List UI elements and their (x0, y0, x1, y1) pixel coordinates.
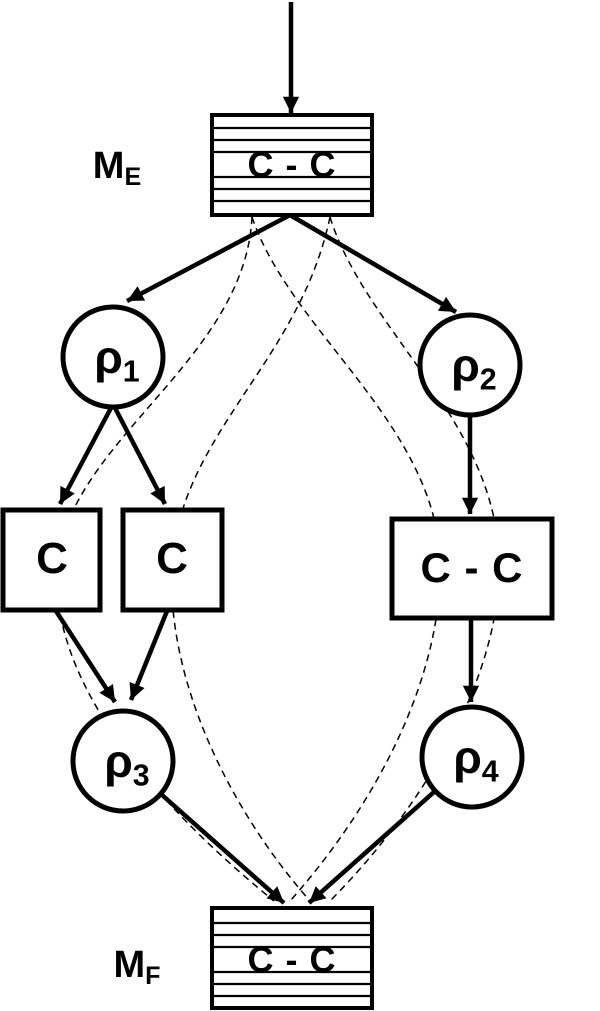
transition-label-cc-right: C - C (420, 544, 524, 591)
marking-box-me (210, 113, 374, 217)
marking-box-mf (210, 906, 374, 1010)
arrow-rho4-to-mf (307, 790, 436, 905)
place-label-rho3-base: ρ (104, 735, 133, 787)
transition-box-c-right (120, 507, 225, 613)
place-circle-rho3 (70, 708, 176, 814)
label-mf-subscript: F (145, 962, 161, 991)
place-label-rho2-base: ρ (451, 339, 480, 391)
label-me-subscript: E (124, 163, 142, 192)
arrow-me-to-rho1 (125, 213, 292, 303)
solid-arrows (54, 2, 480, 905)
place-label-rho4: ρ4 (453, 731, 498, 787)
place-label-rho4-base: ρ (453, 731, 482, 783)
transition-label-c-right: C (156, 534, 188, 583)
place-label-rho1: ρ1 (94, 331, 139, 387)
label-me: ME (92, 145, 141, 190)
place-circle-rho4 (419, 704, 525, 810)
transition-box-c-left (0, 507, 103, 613)
arrow-rho1-to-c-left (58, 404, 114, 506)
transition-box-cc-right (389, 516, 555, 621)
arrow-c-left-to-rho3 (54, 609, 117, 704)
dashed-curve-left-inner (170, 216, 331, 902)
marking-box-mf-stripes (214, 921, 370, 998)
arrow-rho1-to-c-right (112, 404, 167, 506)
label-mf: MF (113, 944, 161, 989)
place-label-rho3: ρ3 (104, 735, 149, 791)
place-circle-rho2 (417, 312, 523, 418)
marking-box-me-stripes (214, 126, 370, 203)
transition-label-c-left: C (36, 534, 68, 583)
marking-text-me: C - C (247, 144, 337, 185)
place-label-rho1-subscript: 1 (122, 355, 140, 389)
marking-text-mf: C - C (247, 939, 337, 980)
place-label-rho4-subscript: 4 (481, 755, 499, 789)
arrow-c-right-to-rho3 (128, 610, 170, 701)
arrow-me-to-rho2 (288, 213, 458, 314)
label-mf-base: M (113, 944, 146, 986)
place-label-rho2-subscript: 2 (479, 363, 497, 397)
place-label-rho3-subscript: 3 (132, 759, 150, 793)
place-label-rho1-base: ρ (94, 331, 123, 383)
label-me-base: M (92, 145, 125, 187)
arrow-rho3-to-mf (160, 793, 286, 905)
place-label-rho2: ρ2 (451, 339, 496, 395)
